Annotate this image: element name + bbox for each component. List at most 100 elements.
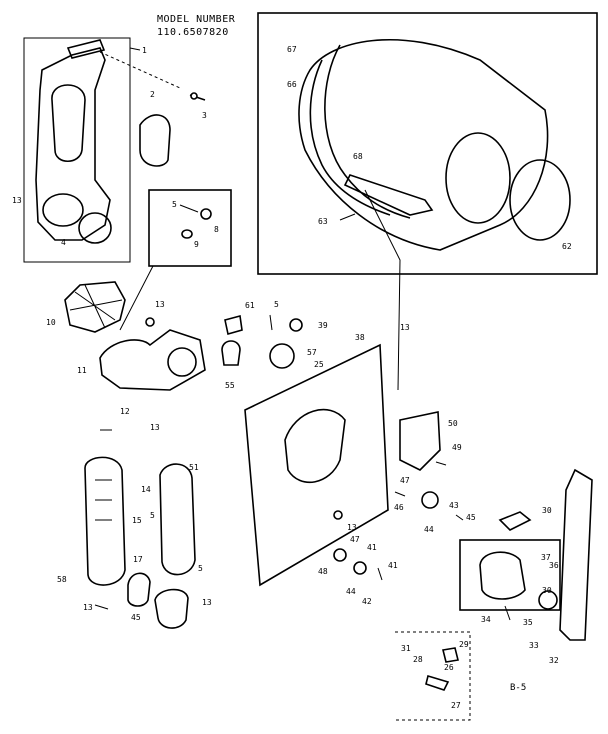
bulkhead-screw (333, 510, 343, 520)
label-part-49: 49 (452, 443, 462, 452)
lint-screen (127, 572, 151, 607)
drum-rear-seal (509, 159, 571, 241)
label-part-5-a: 5 (172, 200, 177, 209)
drive-belt (559, 468, 593, 641)
label-part-15: 15 (132, 516, 142, 525)
label-part-13-g: 13 (202, 598, 212, 607)
small-parts-frame (395, 631, 471, 721)
lamp-socket (224, 314, 243, 336)
label-part-13-c: 13 (400, 323, 410, 332)
label-part-45: 45 (466, 513, 476, 522)
label-part-8: 8 (214, 225, 219, 234)
lint-duct-group: 12 13 14 51 15 5 58 5 (57, 407, 203, 586)
label-part-35: 35 (523, 618, 533, 627)
label-part-17: 17 (133, 555, 143, 564)
seal-part (139, 114, 171, 167)
page-reference: B-5 (510, 683, 526, 693)
motor-frame (459, 539, 561, 611)
inset-leader (119, 265, 154, 331)
label-part-38: 38 (355, 333, 365, 342)
blower-wheel (64, 281, 126, 333)
screw-head (190, 92, 198, 100)
inset-screw-shaft (179, 204, 199, 213)
inset-washer (181, 229, 193, 239)
leader-dash (99, 51, 181, 89)
thermostat-disc (421, 491, 439, 509)
label-part-41-a: 41 (367, 543, 377, 552)
screw-inset-frame (148, 189, 232, 267)
label-part-68: 68 (353, 152, 363, 161)
drum-baffle (343, 174, 434, 216)
label-part-31: 31 (401, 644, 411, 653)
label-part-41-b: 41 (388, 561, 398, 570)
heater-box (399, 411, 441, 471)
label-part-47-a: 47 (400, 476, 410, 485)
duct-lower-hole (42, 193, 84, 227)
label-part-13-a: 13 (12, 196, 22, 205)
thermostat-screw-b (455, 514, 464, 521)
duct-seal-ring (78, 212, 112, 244)
label-part-14: 14 (141, 485, 151, 494)
drum-belt-groove (324, 44, 411, 219)
label-part-2: 2 (150, 90, 155, 99)
label-part-5-c: 5 (150, 511, 155, 520)
label-part-61: 61 (245, 301, 255, 310)
label-part-13-e: 13 (150, 423, 160, 432)
leader-1 (129, 47, 141, 51)
label-part-36: 36 (549, 561, 559, 570)
motor-pulley (538, 590, 558, 610)
lamp-lens (269, 343, 295, 369)
label-part-58: 58 (57, 575, 67, 584)
lamp-group: 61 5 39 57 25 55 (221, 300, 328, 390)
bulkhead-opening (284, 408, 346, 484)
lint-filter-group: 17 13 45 13 (83, 555, 212, 629)
blower-outlet (167, 347, 197, 377)
blower-screw (145, 317, 155, 327)
motor-clip (498, 511, 532, 531)
label-part-43: 43 (449, 501, 459, 510)
lower-disc-b (353, 561, 367, 575)
blower-group: 10 11 13 (46, 281, 206, 391)
heater-screw (435, 461, 447, 466)
label-part-13-f: 13 (83, 603, 93, 612)
label-part-32: 32 (549, 656, 559, 665)
label-part-33: 33 (529, 641, 539, 650)
label-part-28: 28 (413, 655, 423, 664)
label-part-55: 55 (225, 381, 235, 390)
thermostat-screw (394, 491, 406, 497)
drum (298, 38, 549, 251)
label-part-25: 25 (314, 360, 324, 369)
heater-group: 50 49 (399, 411, 462, 471)
small-latch (425, 674, 450, 691)
duct-panel-group: 1 2 3 4 13 (12, 37, 207, 263)
label-part-45-b: 45 (131, 613, 141, 622)
label-part-42: 42 (362, 597, 372, 606)
small-parts-group: 31 28 29 26 27 (395, 631, 471, 721)
label-part-63: 63 (318, 217, 328, 226)
label-part-47-b: 47 (350, 535, 360, 544)
label-part-5-b: 5 (274, 300, 279, 309)
label-part-37: 37 (541, 553, 551, 562)
model-number-value: 110.6507820 (157, 27, 229, 38)
motor-screw (504, 605, 511, 621)
thermostat-group: 47 46 44 43 45 (394, 476, 476, 534)
label-part-12: 12 (120, 407, 130, 416)
lint-duct (84, 456, 126, 586)
bulkhead-group: 38 13 13 (244, 189, 410, 587)
duct-panel-frame (23, 37, 131, 263)
lint-duct-slots (95, 479, 112, 521)
label-part-27: 27 (451, 701, 461, 710)
front-bulkhead (244, 343, 389, 587)
label-part-9: 9 (194, 240, 199, 249)
screw-inset-group: 5 8 9 (119, 189, 232, 331)
drum-screw (339, 213, 356, 221)
label-part-30-b: 30 (542, 586, 552, 595)
lower-disc (333, 548, 347, 562)
label-part-1: 1 (142, 46, 147, 55)
label-part-10: 10 (46, 318, 56, 327)
motor-group: 30 37 36 30 35 34 33 (459, 506, 561, 650)
label-part-5-d: 5 (198, 564, 203, 573)
lamp-gasket (289, 318, 303, 332)
duct-top-flange (66, 39, 106, 59)
label-part-51: 51 (189, 463, 199, 472)
